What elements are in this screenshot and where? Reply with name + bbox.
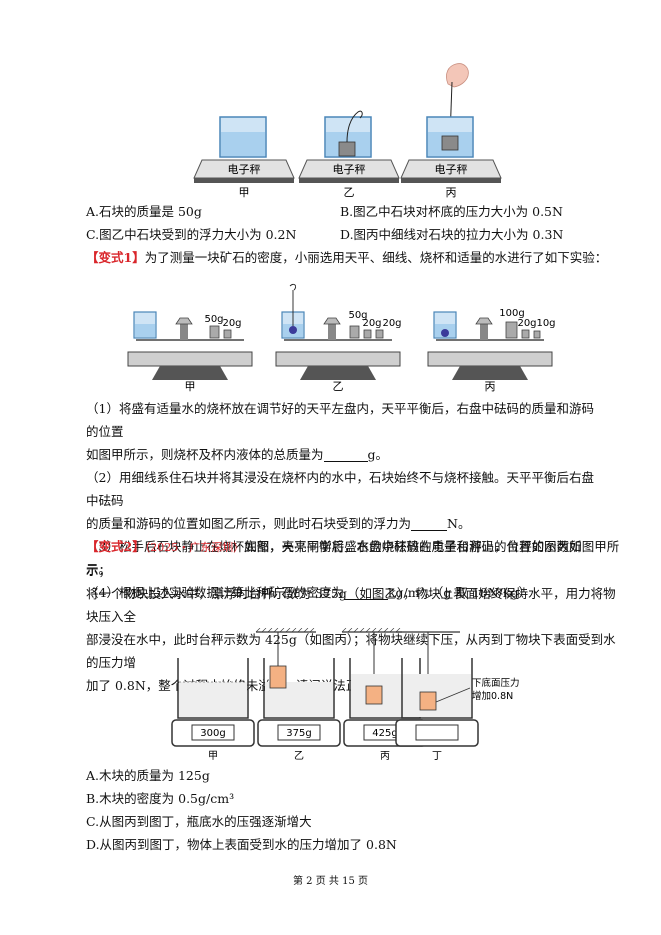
weight-yi-2: 20g xyxy=(362,318,381,329)
fig3-label-ding: 丁 xyxy=(432,751,442,762)
weight-jia-2: 20g xyxy=(222,318,241,329)
weight-bing-2: 20g xyxy=(517,318,536,329)
step2-line2: 的质量和游码的位置如图乙所示，则此时石块受到的浮力为 N。 xyxy=(86,512,606,535)
fig3-label-jia: 甲 xyxy=(208,751,218,762)
scale-bing xyxy=(400,116,502,183)
figure-electronic-scales: 电子秤 电子秤 电子秤 甲 乙 丙 xyxy=(193,63,502,199)
variant2-source: （2025・广东深圳） xyxy=(144,541,245,554)
variant2-line2: 将一个物块投入水中，漂浮时台秤示数为 375g（如图乙），物块上表面始终保持水平… xyxy=(86,586,616,624)
weight-bing-3: 10g xyxy=(536,318,555,329)
fig1-label-yi: 乙 xyxy=(344,186,355,199)
v2-option-b[interactable]: B.木块的密度为 0.5g/cm³ xyxy=(86,791,235,806)
weight-yi-1: 50g xyxy=(348,310,367,321)
prev-option-b: B.图乙中石块对杯底的压力大小为 0.5N xyxy=(340,204,563,219)
step1-unit: g。 xyxy=(367,447,389,462)
fig3-label-yi: 乙 xyxy=(294,750,304,762)
weight-bing-1: 100g xyxy=(499,308,524,319)
reading-yi: 375g xyxy=(286,728,311,739)
fig2-label-jia: 甲 xyxy=(185,380,196,393)
variant2-tag: 【变式2】 xyxy=(86,539,145,554)
fig3-label-bing: 丙 xyxy=(380,751,390,762)
note-line-2: 增加0.8N xyxy=(472,690,513,702)
variant1-intro: 为了测量一块矿石的密度，小丽选用天平、细线、烧杯和适量的水进行了如下实验： xyxy=(144,250,608,265)
variant2-line1-text: 如图，亮亮同学将盛水的烧杯放在电子台秤上，台秤的示数如图甲所示； xyxy=(86,539,620,578)
variant2-stem: 【变式2】（2025・广东深圳）如图，亮亮同学将盛水的烧杯放在电子台秤上，台秤的… xyxy=(86,535,626,697)
variant1-heading: 【变式1】为了测量一块矿石的密度，小丽选用天平、细线、烧杯和适量的水进行了如下实… xyxy=(86,248,607,268)
step1-line2: 如图甲所示，则烧杯及杯内液体的总质量为 g。 xyxy=(86,443,606,466)
variant1-tag: 【变式1】 xyxy=(86,250,145,265)
beaker-jia: 300g 甲 xyxy=(171,658,255,762)
weight-yi-3: 20g xyxy=(382,318,401,329)
reading-jia: 300g xyxy=(200,728,225,739)
prev-option-c: C.图乙中石块受到的浮力大小为 0.2N xyxy=(86,227,297,242)
page-footer: 第 2 页 共 15 页 xyxy=(293,876,368,887)
step4-unit: kg/m³。（g 取 10N/kg） xyxy=(387,585,531,600)
step4-line: （4）根据上述实验数据计算此种矿石的密度为 kg/m³。（g 取 10N/kg） xyxy=(86,581,606,604)
step1-text: 如图甲所示，则烧杯及杯内液体的总质量为 xyxy=(86,447,324,462)
v2-option-a[interactable]: A.木块的质量为 125g xyxy=(86,768,210,783)
step3-line: （3）松手后石块静止在烧杯底部，天平平衡后，右盘中砝码的质量和游码的位置如图丙所… xyxy=(86,539,582,577)
scale-label-1: 电子秤 xyxy=(228,163,261,176)
answer-blank-1[interactable] xyxy=(323,447,368,462)
step2-line1: （2）用细线系住石块并将其浸没在烧杯内的水中，石块始终不与烧杯接触。天平平衡后右… xyxy=(86,470,594,508)
beaker-ding: 丁 下底面压力 增加0.8N xyxy=(395,631,520,762)
reading-bing: 425g xyxy=(372,728,397,739)
prev-option-a: A.石块的质量是 50g xyxy=(86,204,202,219)
answer-blank-2[interactable] xyxy=(411,516,448,531)
scale-yi xyxy=(298,110,400,183)
figure-balances: 50g 20g 甲 50g 20g 20g 乙 100g 20g 10g xyxy=(127,283,556,393)
beaker-yi: 375g 乙 xyxy=(255,628,341,762)
v2-option-d[interactable]: D.从图丙到图丁，物体上表面受到水的压力增加了 0.8N xyxy=(86,837,397,852)
prev-option-d: D.图丙中细线对石块的拉力大小为 0.3N xyxy=(340,227,564,242)
step2-text: 的质量和游码的位置如图乙所示，则此时石块受到的浮力为 xyxy=(86,516,412,531)
variant1-steps: （1）将盛有适量水的烧杯放在调节好的天平左盘内，天平平衡后，右盘中砝码的质量和游… xyxy=(86,397,606,604)
step1-line1: （1）将盛有适量水的烧杯放在调节好的天平左盘内，天平平衡后，右盘中砝码的质量和游… xyxy=(86,401,594,439)
note-line-1: 下底面压力 xyxy=(472,677,520,689)
step4-text: （4）根据上述实验数据计算此种矿石的密度为 xyxy=(86,585,344,600)
balance-yi: 50g 20g 20g 乙 xyxy=(275,283,402,393)
fig2-label-yi: 乙 xyxy=(333,380,344,393)
scale-label-2: 电子秤 xyxy=(333,163,366,176)
step2-unit: N。 xyxy=(447,516,471,531)
figure-beakers-on-scales: 300g 甲 375g 乙 425g 丙 丁 xyxy=(171,628,520,762)
balance-jia: 50g 20g 甲 xyxy=(127,311,253,393)
variant2-line3: 部浸没在水中，此时台秤示数为 425g（如图丙）；将物块继续下压，从丙到丁物块下… xyxy=(86,632,616,670)
scale-jia xyxy=(193,116,295,183)
variant2-options: A.木块的质量为 125g B.木块的密度为 0.5g/cm³ C.从图丙到图丁… xyxy=(86,764,606,856)
fig1-label-jia: 甲 xyxy=(239,186,250,199)
v2-option-c[interactable]: C.从图丙到图丁，瓶底水的压强逐渐增大 xyxy=(86,814,312,829)
answer-blank-3[interactable] xyxy=(343,585,388,600)
fig1-label-bing: 丙 xyxy=(446,186,457,199)
weight-jia-1: 50g xyxy=(204,314,223,325)
balance-bing: 100g 20g 10g 丙 xyxy=(427,308,556,393)
fig2-label-bing: 丙 xyxy=(485,380,496,393)
variant2-line1: 【变式2】（2025・广东深圳）如图，亮亮同学将盛水的烧杯放在电子台秤上，台秤的… xyxy=(86,535,626,582)
scale-label-3: 电子秤 xyxy=(435,163,468,176)
